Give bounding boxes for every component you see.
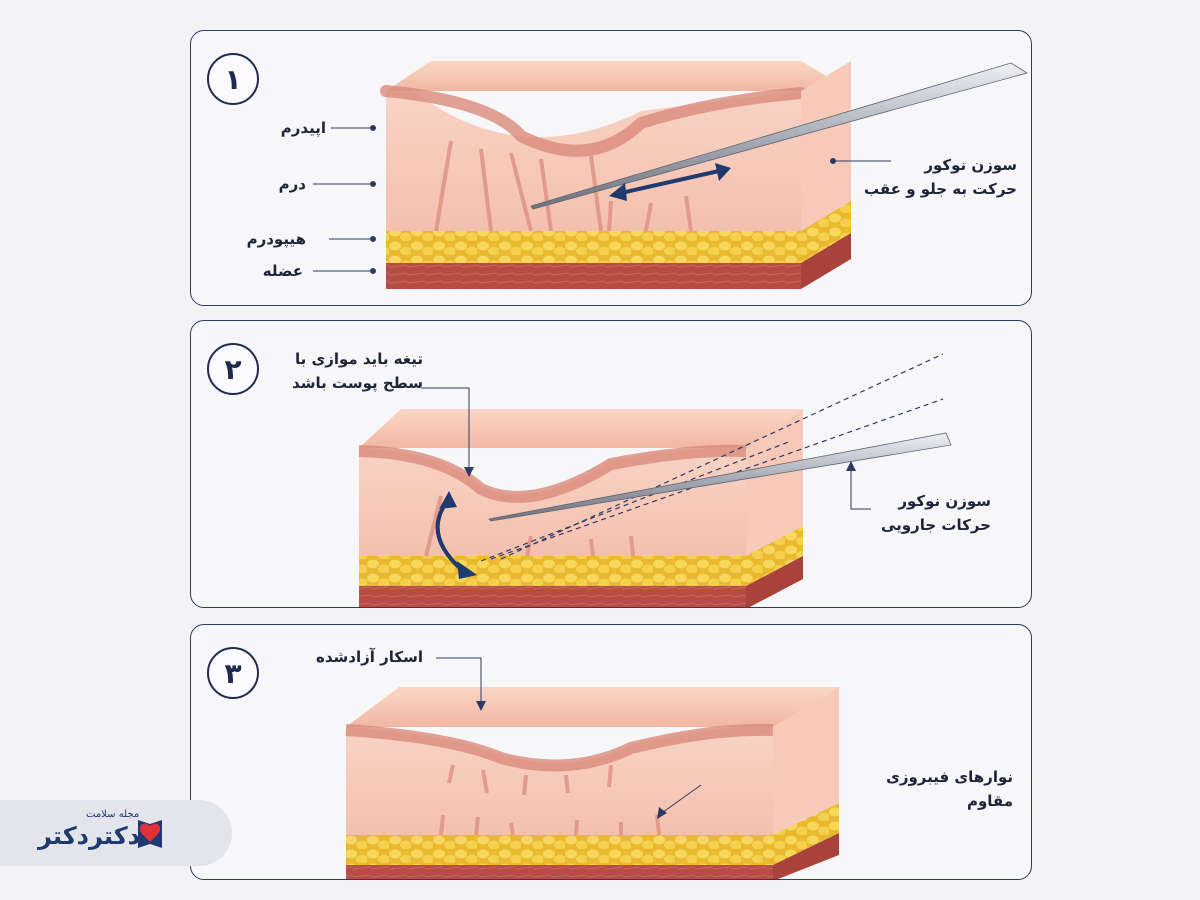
blunt-needle-2: [488, 432, 952, 522]
muscle-layer: [386, 263, 801, 289]
blade-label-line2: سطح پوست باشد: [292, 374, 423, 392]
skin-diagram-3: [345, 657, 839, 879]
hypodermis-layer: [386, 231, 801, 263]
panel-step-3: ۳ اسکار آزادشده نوارهای فیبروزی مقاوم: [190, 624, 1032, 880]
blunt-needle: [530, 62, 1028, 210]
bands-label-line1: نوارهای فیبروزی: [886, 768, 1013, 786]
needle2-label-line2: حرکات جارویی: [880, 516, 991, 534]
step-number-1: ۱: [207, 53, 259, 105]
label-released-scar: اسکار آزادشده: [316, 648, 423, 666]
sweeping-arrow-icon: [435, 491, 477, 579]
step-number-3: ۳: [207, 647, 259, 699]
label-needle-1: سوزن نوکور حرکت به جلو و عقب: [864, 153, 1017, 201]
brand-logo: مجله سلامت دکتردکتر: [0, 800, 232, 866]
fibrous-bands: [434, 140, 693, 232]
label-blade-parallel: تیغه باید موازی با سطح پوست باشد: [292, 347, 423, 395]
needle-label-line2: حرکت به جلو و عقب: [864, 180, 1017, 198]
label-fibrous-bands: نوارهای فیبروزی مقاوم: [886, 765, 1013, 813]
brand-tagline: مجله سلامت: [86, 809, 140, 820]
needle2-label-line1: سوزن نوکور: [898, 492, 991, 510]
back-forth-arrow-icon: [609, 163, 731, 201]
skin-surface: [386, 61, 851, 91]
bands-label-line2: مقاوم: [966, 792, 1013, 810]
panel-step-2: ۲ تیغه باید موازی با سطح پوست باشد سوزن …: [190, 320, 1032, 608]
epidermis-layer: [380, 85, 807, 157]
skin-diagram-2: [358, 353, 952, 607]
label-hypodermis: هیپودرم: [246, 230, 306, 248]
blade-label-line1: تیغه باید موازی با: [294, 350, 423, 368]
label-needle-2: سوزن نوکور حرکات جارویی: [881, 489, 991, 537]
book-heart-icon: [138, 820, 162, 848]
label-dermis: درم: [278, 175, 306, 193]
label-epidermis: اپیدرم: [280, 119, 326, 137]
released-bands: [439, 764, 661, 836]
needle-label-line1: سوزن نوکور: [924, 156, 1017, 174]
panel-step-1: ۱ اپیدرم درم هیپودرم عضله سوزن نوکور حرک…: [190, 30, 1032, 306]
step-number-2: ۲: [207, 343, 259, 395]
label-muscle: عضله: [262, 262, 303, 280]
sweep-guide-lines: [480, 353, 944, 562]
brand-name: دکتردکتر: [38, 822, 141, 850]
skin-diagram-1: [313, 61, 1028, 289]
